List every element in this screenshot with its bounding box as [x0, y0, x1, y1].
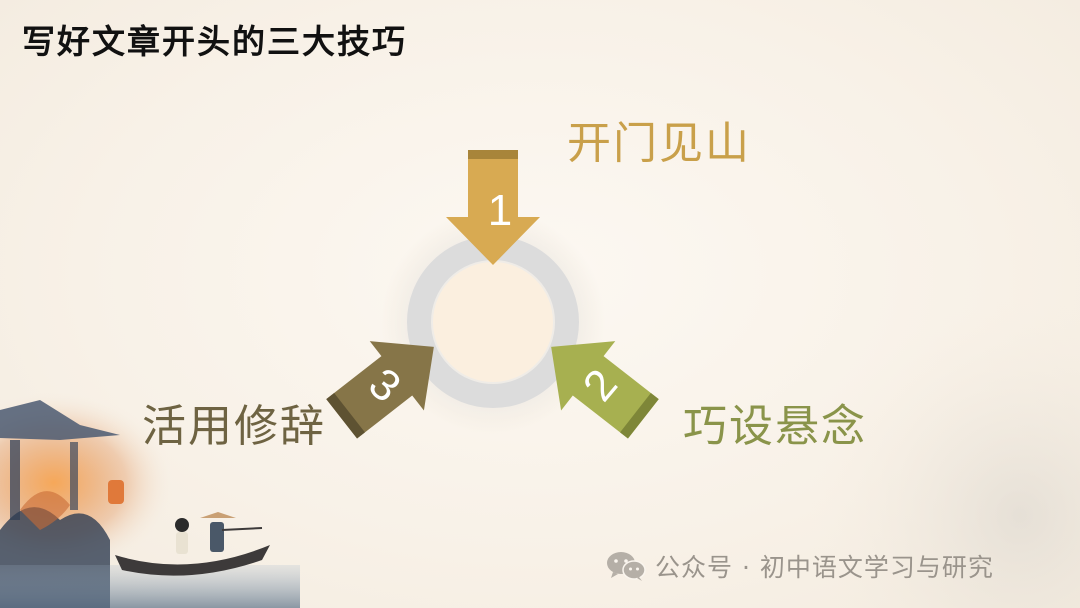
arrow-1-number: 1	[488, 186, 512, 235]
arrow-step-1: 1	[446, 150, 540, 265]
boat-scenery-illustration	[0, 380, 300, 608]
page-title: 写好文章开头的三大技巧	[22, 22, 407, 61]
watermark-text: 公众号 · 初中语文学习与研究	[655, 553, 994, 582]
wechat-icon	[607, 552, 646, 581]
center-core	[433, 262, 553, 382]
step-3-label: 活用修辞	[142, 401, 326, 452]
arrow-step-3: 3	[326, 341, 434, 439]
step-2-label: 巧设悬念	[683, 401, 867, 452]
watermark: 公众号 · 初中语文学习与研究	[605, 549, 994, 583]
mist-background	[780, 300, 1080, 608]
step-1-label: 开门见山	[567, 118, 751, 169]
arrow-step-2: 2	[551, 341, 659, 439]
